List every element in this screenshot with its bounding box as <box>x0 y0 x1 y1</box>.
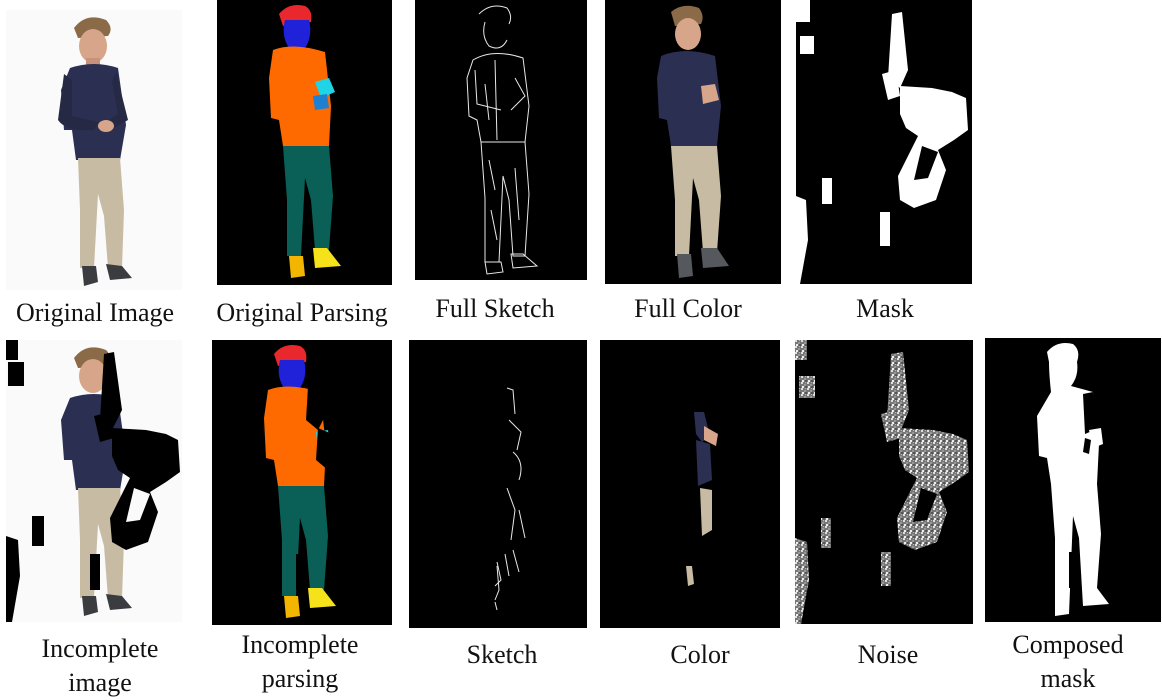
color-panel <box>600 340 780 628</box>
noise-figure <box>795 340 973 624</box>
caption-mask: Mask <box>795 292 975 326</box>
caption-noise: Noise <box>798 638 978 672</box>
composed-mask-panel <box>985 338 1161 622</box>
sketch-panel <box>409 340 587 628</box>
incomplete-image-figure <box>6 340 182 622</box>
full-color-figure <box>605 0 781 284</box>
caption-full-color: Full Color <box>598 292 778 326</box>
full-sketch-panel <box>415 0 587 280</box>
caption-color: Color <box>610 638 790 672</box>
incomplete-parsing-figure <box>212 340 392 625</box>
full-color-panel <box>605 0 781 284</box>
noise-panel <box>795 340 973 624</box>
full-sketch-figure <box>415 0 587 280</box>
mask-figure <box>796 0 972 284</box>
caption-original-image: Original Image <box>0 296 190 330</box>
original-parsing-panel <box>217 0 392 285</box>
incomplete-parsing-panel <box>212 340 392 625</box>
mask-panel <box>796 0 972 284</box>
original-image-panel <box>6 10 182 290</box>
composed-mask-figure <box>985 338 1161 622</box>
caption-full-sketch: Full Sketch <box>405 292 585 326</box>
caption-sketch: Sketch <box>412 638 592 672</box>
original-image-figure <box>6 10 182 290</box>
incomplete-image-panel <box>6 340 182 622</box>
original-parsing-figure <box>217 0 392 285</box>
caption-original-parsing: Original Parsing <box>202 296 402 330</box>
sketch-figure <box>409 340 587 628</box>
color-figure <box>600 340 780 628</box>
